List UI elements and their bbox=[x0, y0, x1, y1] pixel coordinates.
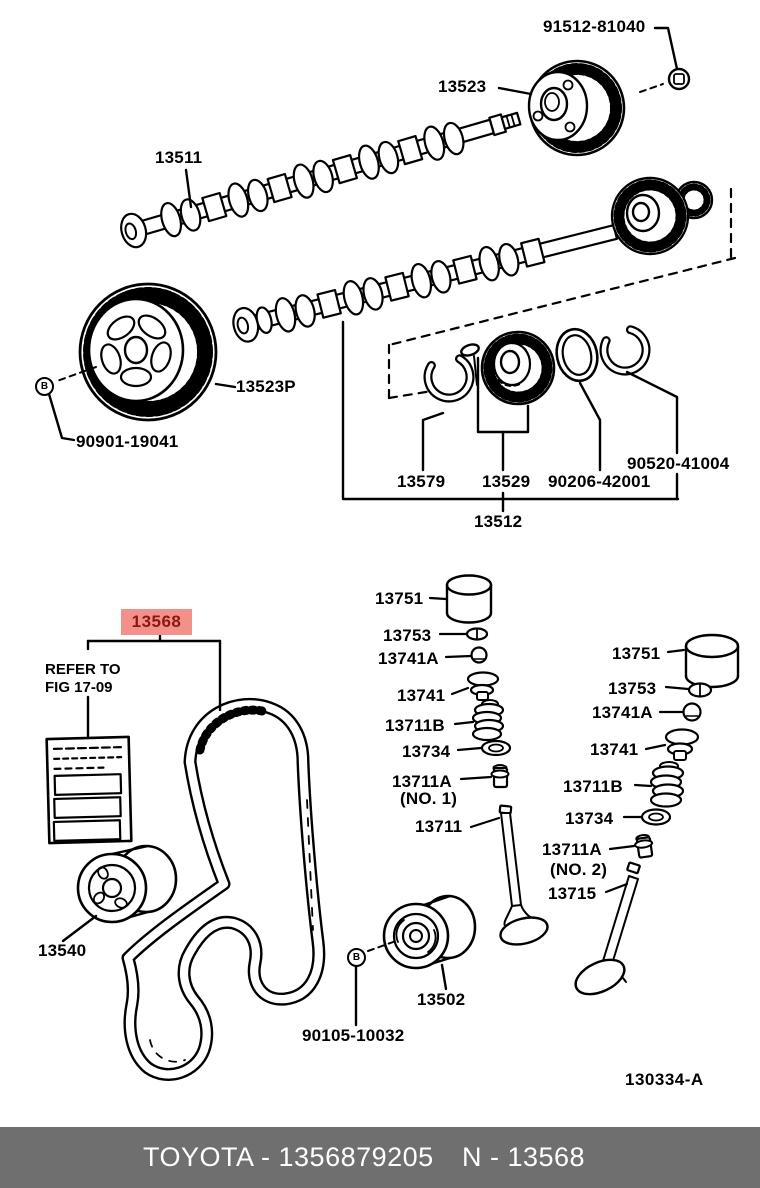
part-label-13715[interactable]: 13715 bbox=[548, 884, 597, 903]
part-label-13540[interactable]: 13540 bbox=[38, 941, 87, 960]
part-label-13734-no1[interactable]: 13734 bbox=[402, 742, 451, 761]
group-13512-leader-lines bbox=[341, 320, 680, 513]
refer-note-line2: FIG 17-09 bbox=[45, 679, 113, 696]
part-label-90901-19041[interactable]: 90901-19041 bbox=[76, 432, 179, 451]
exploded-view-dashed-lines bbox=[387, 187, 737, 400]
bolt-symbol-b-left: B bbox=[35, 377, 54, 396]
valve-parts-no1-drawing bbox=[428, 574, 549, 946]
part-label-13741-no2[interactable]: 13741 bbox=[590, 740, 639, 759]
part-label-13502[interactable]: 13502 bbox=[417, 990, 466, 1009]
refer-note: REFER TO FIG 17-09 bbox=[45, 661, 121, 697]
tensioner-13540-drawing bbox=[61, 844, 178, 943]
footer-bar: TOYOTA - 1356879205 N - 13568 bbox=[0, 1127, 760, 1188]
part-label-13751-no1[interactable]: 13751 bbox=[375, 589, 424, 608]
part-label-90206-42001[interactable]: 90206-42001 bbox=[548, 472, 651, 491]
snap-ring-90520-drawing bbox=[599, 324, 651, 376]
part-label-13711a-no2-suffix: (NO. 2) bbox=[550, 860, 608, 879]
refer-note-line1: REFER TO bbox=[45, 661, 121, 678]
valve-parts-no2-drawing bbox=[574, 633, 740, 996]
part-label-13741-no1[interactable]: 13741 bbox=[397, 686, 446, 705]
part-label-13741a-no1[interactable]: 13741A bbox=[378, 649, 439, 668]
part-label-13734-no2[interactable]: 13734 bbox=[565, 809, 614, 828]
nut-91512-drawing bbox=[639, 26, 691, 93]
part-label-13529[interactable]: 13529 bbox=[482, 472, 531, 491]
bolt-symbol-b-right: B bbox=[347, 948, 366, 967]
part-label-90520-41004[interactable]: 90520-41004 bbox=[627, 454, 730, 473]
caution-sticker-drawing bbox=[45, 735, 133, 845]
part-label-90105-10032[interactable]: 90105-10032 bbox=[302, 1026, 405, 1045]
part-label-13753-no1[interactable]: 13753 bbox=[383, 626, 432, 645]
camshaft-no1-drawing bbox=[120, 111, 522, 249]
ring-90206-drawing bbox=[555, 327, 599, 383]
part-label-13711b-no1[interactable]: 13711B bbox=[385, 716, 445, 735]
camshaft-no2-gear-drawing bbox=[610, 176, 714, 256]
part-label-13511[interactable]: 13511 bbox=[155, 148, 203, 167]
part-label-13512[interactable]: 13512 bbox=[474, 512, 523, 531]
part-label-13523p[interactable]: 13523P bbox=[236, 377, 296, 396]
part-label-13711a-no1-suffix: (NO. 1) bbox=[400, 789, 458, 808]
footer-part-reference: TOYOTA - 1356879205 bbox=[143, 1142, 434, 1172]
gear-13523-drawing bbox=[497, 59, 626, 157]
figure-code: 130334-A bbox=[625, 1070, 704, 1089]
part-label-13711[interactable]: 13711 bbox=[415, 817, 463, 836]
pin-drawing bbox=[460, 343, 480, 386]
camshaft-no2-drawing bbox=[232, 224, 619, 343]
gear-13529-drawing bbox=[480, 330, 556, 406]
snap-ring-13579-drawing bbox=[423, 351, 475, 403]
idler-13502-drawing bbox=[354, 894, 477, 1027]
part-label-13523[interactable]: 13523 bbox=[438, 77, 487, 96]
part-label-13579[interactable]: 13579 bbox=[397, 472, 446, 491]
part-label-91512-81040[interactable]: 91512-81040 bbox=[543, 17, 646, 36]
part-label-13711a-no2[interactable]: 13711A bbox=[542, 840, 602, 859]
gear-13523p-drawing bbox=[47, 282, 237, 442]
part-label-13568-highlighted[interactable]: 13568 bbox=[121, 609, 192, 635]
part-label-13741a-no2[interactable]: 13741A bbox=[592, 703, 653, 722]
part-label-13751-no2[interactable]: 13751 bbox=[612, 644, 661, 663]
leader-lines bbox=[184, 168, 193, 209]
timing-belt-13568-drawing bbox=[86, 634, 326, 1081]
part-label-13711b-no2[interactable]: 13711B bbox=[563, 777, 623, 796]
part-label-13753-no2[interactable]: 13753 bbox=[608, 679, 657, 698]
part-label-13711a-no1[interactable]: 13711A bbox=[392, 772, 452, 791]
footer-part-number: N - 13568 bbox=[462, 1142, 586, 1172]
